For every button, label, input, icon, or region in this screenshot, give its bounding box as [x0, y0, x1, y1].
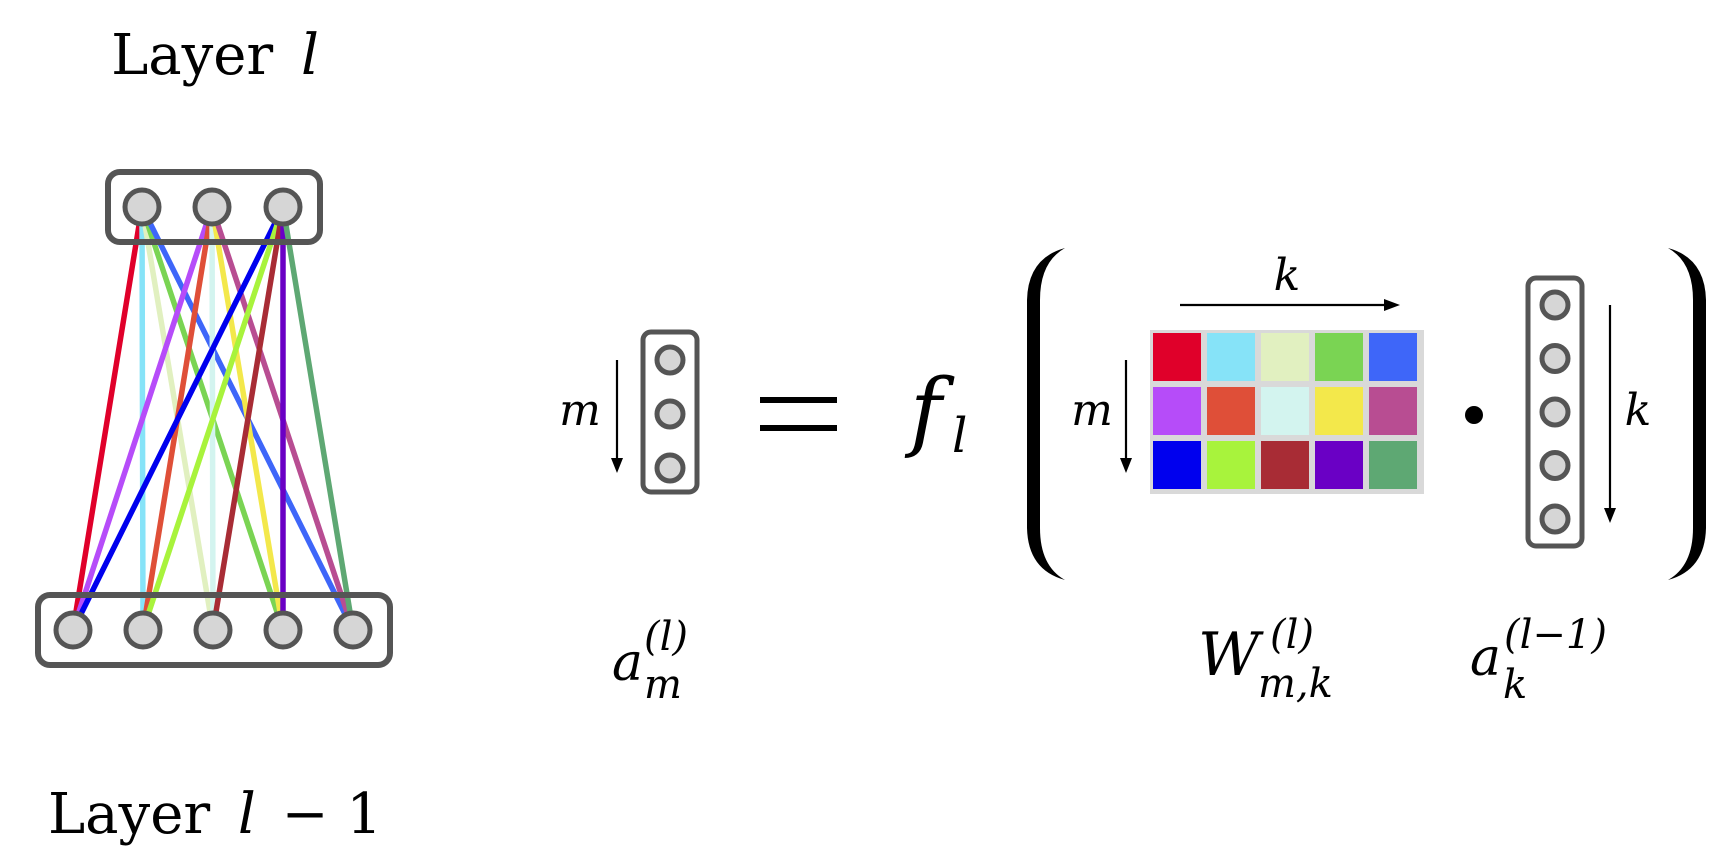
input-vector-node	[1539, 396, 1571, 428]
top-layer-node	[192, 187, 232, 227]
layer-l-title: Layer l	[111, 23, 319, 88]
connection-line	[70, 204, 215, 633]
dot-product-symbol	[1465, 406, 1483, 424]
m-label-matrix: m	[1071, 385, 1113, 436]
weight-matrix-cell	[1207, 333, 1255, 381]
svg-text:Layer l: Layer l	[111, 23, 319, 88]
svg-text:m: m	[644, 662, 682, 708]
weight-matrix	[1153, 333, 1417, 489]
layer-l-minus-1-title: Layer l − 1	[48, 782, 382, 847]
weight-matrix-cell	[1315, 441, 1363, 489]
bottom-layer-box	[35, 592, 393, 668]
input-vector-node	[1539, 503, 1571, 535]
input-vector-nodes	[1539, 289, 1571, 535]
svg-text:m,k: m,k	[1258, 661, 1333, 707]
right-parenthesis	[1668, 248, 1706, 580]
m-label-output: m	[559, 385, 601, 436]
input-vector-node	[1539, 450, 1571, 481]
bottom-layer-node	[123, 610, 163, 650]
weight-matrix-cell	[1207, 387, 1255, 435]
svg-text:a: a	[1470, 628, 1501, 688]
weight-matrix-cell	[1315, 387, 1363, 435]
connection-line	[70, 204, 286, 633]
svg-text:(l−1): (l−1)	[1504, 612, 1607, 658]
weight-matrix-cell	[1369, 333, 1417, 381]
output-vector-label: a m (l)	[612, 614, 688, 708]
svg-text:Layer l − 1: Layer l − 1	[48, 782, 382, 847]
k-arrow-input	[1604, 305, 1616, 523]
output-vector-node	[654, 452, 686, 484]
svg-text:(l): (l)	[1270, 612, 1314, 658]
input-vector-node	[1539, 343, 1571, 374]
m-arrow-matrix	[1120, 360, 1132, 473]
input-vector-label: a k (l−1)	[1470, 612, 1607, 708]
output-vector-node	[654, 398, 686, 430]
weight-matrix-cell	[1369, 387, 1417, 435]
top-layer-node	[263, 187, 303, 227]
bottom-layer-nodes	[53, 610, 373, 650]
svg-text:W: W	[1198, 620, 1264, 690]
weight-matrix-cell	[1153, 333, 1201, 381]
weight-matrix-cell	[1261, 441, 1309, 489]
k-label-input: k	[1625, 385, 1652, 436]
equals-sign	[760, 397, 837, 431]
output-vector-box	[640, 329, 700, 495]
connection-line	[70, 204, 145, 633]
weight-matrix-cell	[1315, 333, 1363, 381]
top-layer-box	[105, 169, 323, 245]
connection-line	[280, 204, 356, 633]
svg-text:l: l	[952, 408, 967, 464]
svg-text:k: k	[1503, 662, 1527, 708]
bottom-layer-node	[53, 610, 93, 650]
left-parenthesis	[1027, 248, 1065, 580]
output-vector-node	[654, 344, 686, 376]
activation-function-label: f l	[904, 361, 967, 464]
weight-matrix-cell	[1153, 387, 1201, 435]
weight-matrix-label: W m,k (l)	[1198, 612, 1333, 707]
svg-text:a: a	[612, 633, 643, 693]
k-label-matrix: k	[1274, 250, 1301, 301]
weight-matrix-cell	[1153, 441, 1201, 489]
k-arrow-matrix	[1180, 299, 1400, 311]
connection-line	[140, 204, 286, 633]
weight-matrix-cell	[1207, 441, 1255, 489]
weight-matrix-cell	[1261, 387, 1309, 435]
weight-matrix-cell	[1369, 441, 1417, 489]
svg-text:f: f	[904, 361, 955, 461]
bottom-layer-node	[193, 610, 233, 650]
input-vector-node	[1539, 289, 1571, 321]
m-arrow-output	[611, 360, 623, 473]
input-vector-box	[1525, 275, 1585, 549]
svg-text:(l): (l)	[644, 614, 688, 660]
bottom-layer-node	[333, 610, 373, 650]
connection-line	[210, 204, 286, 633]
bottom-layer-node	[263, 610, 303, 650]
weight-matrix-cell	[1261, 333, 1309, 381]
top-layer-nodes	[122, 187, 303, 227]
top-layer-node	[122, 187, 162, 227]
network-connections	[70, 204, 356, 633]
output-vector-nodes	[654, 344, 686, 484]
